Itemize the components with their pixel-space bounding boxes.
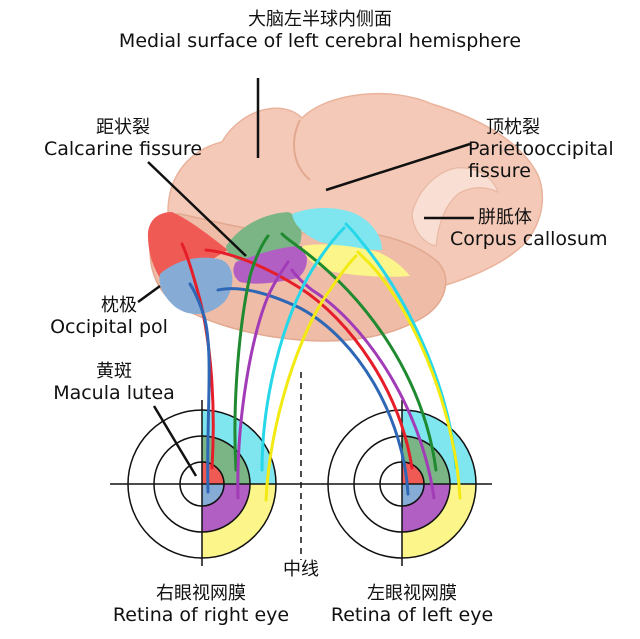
green-fiber-right: [233, 234, 270, 472]
macula-leader: [152, 405, 198, 477]
right-eye-label-en: Retina of right eye: [112, 603, 290, 626]
left-eye-label-en: Retina of left eye: [330, 603, 494, 626]
parieto-label-en1: Parietooccipital: [468, 137, 614, 160]
parieto-leader: [325, 142, 471, 192]
midline-label: 中线: [283, 559, 319, 580]
macula-label: 黄斑 Macula lutea: [34, 361, 194, 405]
yellow-fiber-right: [264, 254, 358, 502]
occipital-label-zh: 枕极: [101, 295, 137, 316]
calcarine-label-en: Calcarine fissure: [43, 137, 203, 160]
parieto-label: 顶枕裂 Parietooccipital fissure: [468, 117, 636, 182]
calcarine-label-zh: 距状裂: [96, 117, 150, 138]
yellow-fiber-left: [356, 250, 462, 500]
cyan-fiber-right: [260, 226, 346, 472]
macula-label-en: Macula lutea: [53, 381, 175, 404]
parieto-label-en2: fissure: [468, 159, 531, 182]
occipital-label: 枕极 Occipital pol: [34, 295, 184, 339]
left-eye-label: 左眼视网膜 Retina of left eye: [312, 583, 512, 627]
calcarine-label: 距状裂 Calcarine fissure: [28, 117, 218, 161]
right-eye-label-zh: 右眼视网膜: [156, 583, 246, 604]
brain-fold-line: [293, 119, 311, 181]
optic-fibers: [180, 222, 462, 502]
hemisphere-label: 大脑左半球内侧面 Medial surface of left cerebral…: [110, 9, 530, 53]
magenta-fiber-left: [290, 268, 436, 500]
corpus-label: 胼胝体 Corpus callosum: [450, 207, 636, 251]
visual-cortex-zones: [147, 208, 410, 315]
occipital-label-en: Occipital pol: [50, 315, 168, 338]
magenta-fiber-right: [236, 260, 290, 500]
right-eye-label: 右眼视网膜 Retina of right eye: [96, 583, 306, 627]
hemisphere-label-en: Medial surface of left cerebral hemisphe…: [118, 29, 522, 52]
corpus-label-zh: 胼胝体: [478, 207, 532, 228]
retina-axes: [110, 372, 492, 566]
calcarine-leader: [147, 161, 247, 257]
corpus-label-en: Corpus callosum: [450, 227, 608, 250]
left-eye-label-zh: 左眼视网膜: [367, 583, 457, 604]
green-fiber-left: [280, 232, 438, 472]
blue-fiber-left: [216, 287, 410, 496]
red-fiber-left: [204, 248, 414, 470]
occipital-leader: [137, 284, 161, 304]
hemisphere-label-zh: 大脑左半球内侧面: [248, 9, 392, 30]
parieto-label-zh: 顶枕裂: [486, 117, 540, 138]
leader-lines: [137, 78, 474, 477]
blue-fiber-right: [188, 282, 211, 494]
macula-label-zh: 黄斑: [96, 361, 132, 382]
corpus-callosum-shape: [411, 167, 500, 247]
